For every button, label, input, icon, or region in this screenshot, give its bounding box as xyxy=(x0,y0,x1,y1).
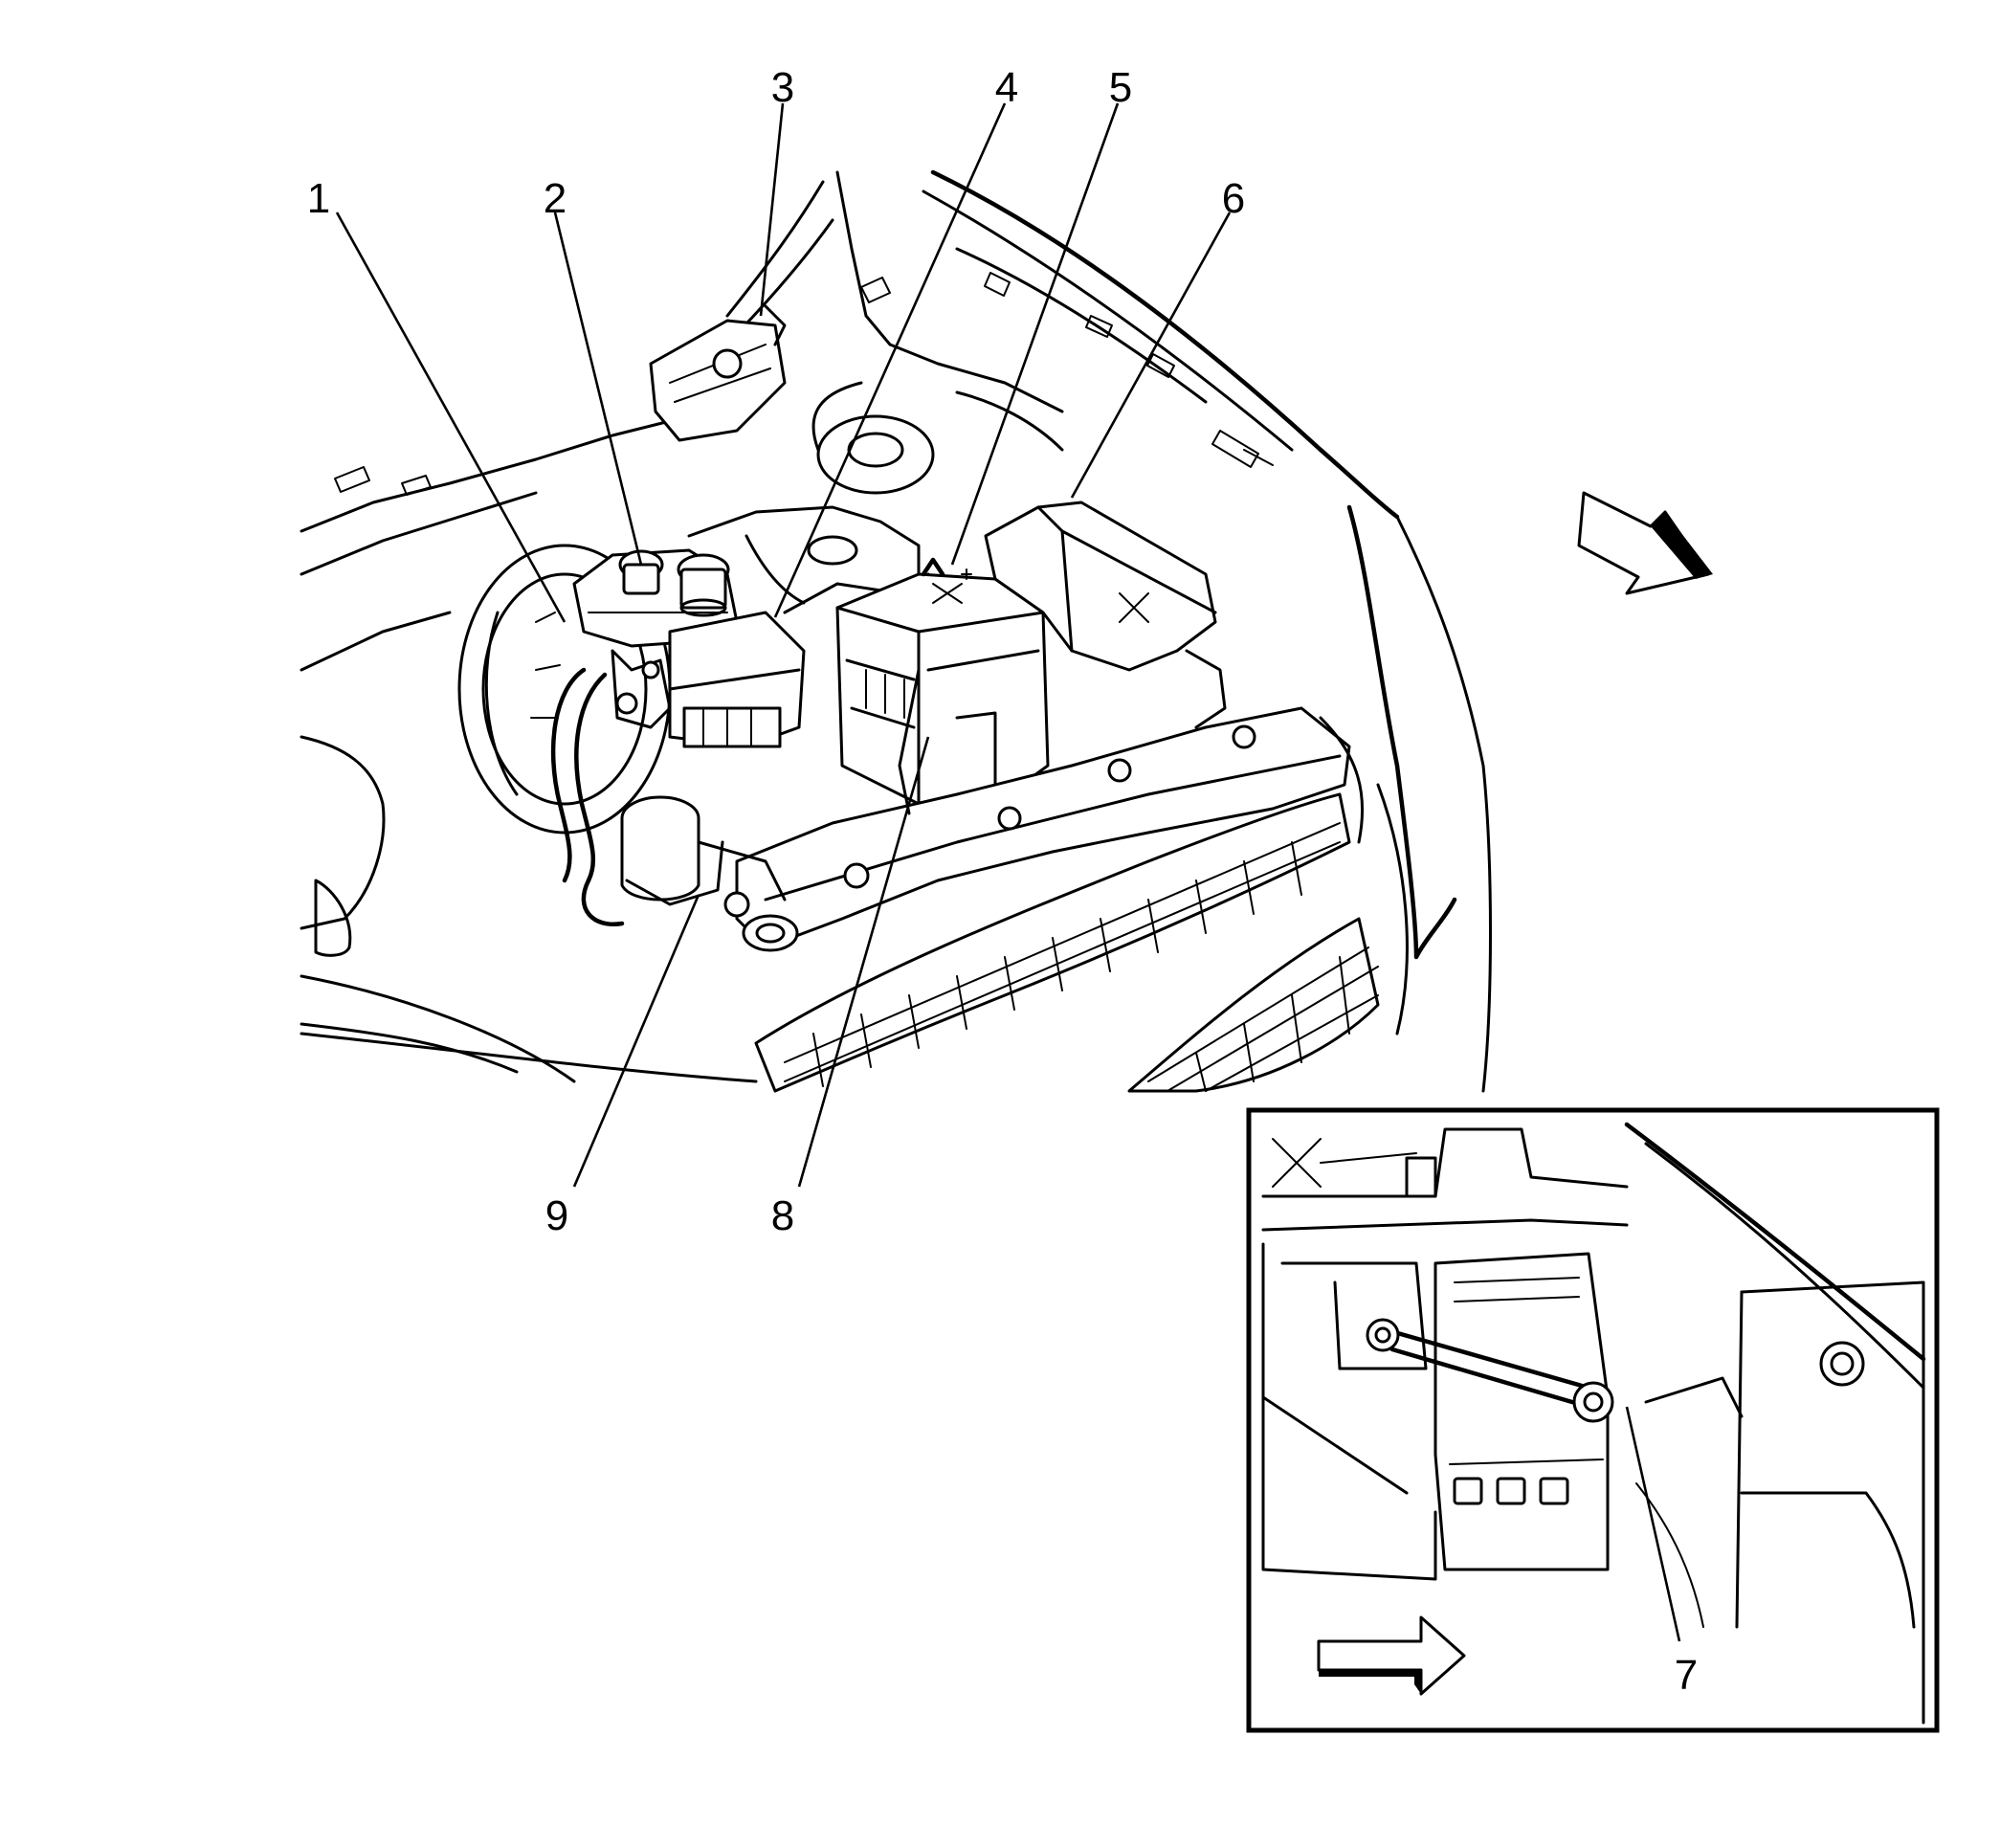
inset-illustration xyxy=(1261,1122,1926,1725)
coolant-reservoir xyxy=(581,795,787,927)
hood xyxy=(922,169,1400,520)
callout-8: 8 xyxy=(771,1192,794,1239)
battery xyxy=(835,557,1050,806)
cowl-panel xyxy=(668,170,1064,495)
callout-5: 5 xyxy=(1109,64,1132,111)
leader-lines xyxy=(335,102,1232,1188)
callout-4: 4 xyxy=(995,64,1018,111)
grille xyxy=(754,792,1380,1093)
left-fender xyxy=(300,419,672,1083)
vacuum-hose xyxy=(550,667,587,883)
ground-strap xyxy=(898,668,921,815)
inset-detail-view: 7 xyxy=(1246,1107,1940,1733)
engine-bay-illustration xyxy=(300,169,1492,1093)
callout-2: 2 xyxy=(544,175,567,222)
wiper-module xyxy=(649,304,787,442)
callout-3: 3 xyxy=(771,64,794,111)
callout-7: 7 xyxy=(1675,1652,1698,1699)
callout-1: 1 xyxy=(307,175,330,222)
fuse-block xyxy=(984,501,1227,729)
callout-6: 6 xyxy=(1222,175,1245,222)
callout-9: 9 xyxy=(545,1192,568,1239)
abs-module xyxy=(611,611,806,748)
leader-line-7 xyxy=(1625,1406,1681,1642)
radiator-support xyxy=(735,706,1351,952)
front-direction-arrow-icon xyxy=(1577,491,1713,595)
right-fender xyxy=(300,504,1492,1093)
inset-direction-arrow-icon xyxy=(1317,1615,1466,1696)
